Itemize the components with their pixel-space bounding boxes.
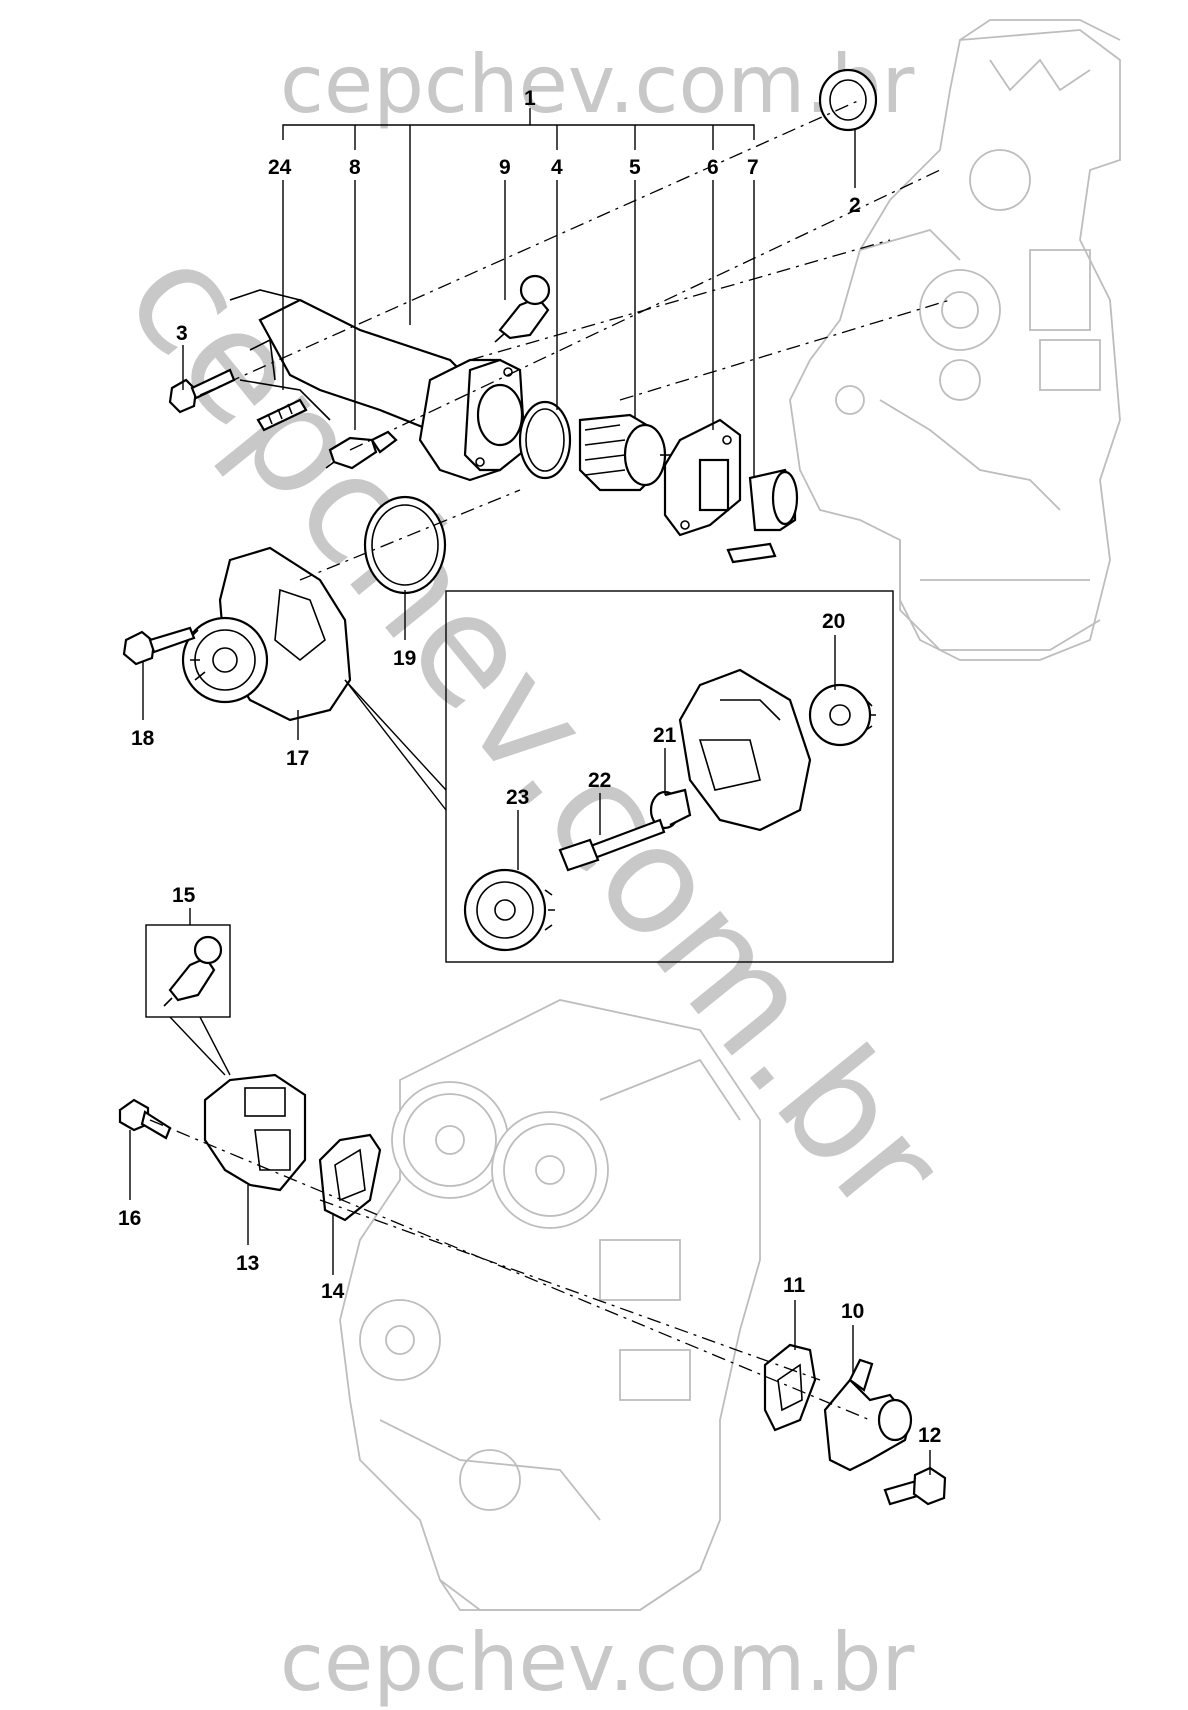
callout-20: 20 <box>822 610 845 633</box>
coolant-elbow <box>823 1358 913 1472</box>
stud <box>256 398 308 432</box>
watermark-bottom: cepchev.com.br <box>280 1616 915 1709</box>
callout-24: 24 <box>268 156 292 179</box>
callout-18: 18 <box>131 727 155 750</box>
callout-21: 21 <box>653 724 677 747</box>
thermostat <box>578 413 675 492</box>
callout-labels: 1 2 3 4 5 6 7 8 9 10 11 12 13 14 15 16 1… <box>118 87 941 1447</box>
outlet-gasket <box>318 1133 382 1222</box>
pump-seal <box>649 788 692 830</box>
pump-pulley <box>463 868 555 952</box>
detail-box-sensor <box>145 924 231 1018</box>
callout-9: 9 <box>499 156 511 179</box>
assembly-lines <box>149 99 951 1421</box>
water-outlet-housing <box>203 1073 307 1192</box>
callout-15: 15 <box>172 884 196 907</box>
water-pump-o-ring <box>363 495 447 595</box>
callout-23: 23 <box>506 786 529 809</box>
temperature-sender <box>494 274 551 343</box>
pump-body <box>678 668 812 832</box>
callout-19: 19 <box>393 647 416 670</box>
callout-2: 2 <box>849 194 861 217</box>
thermostat-o-ring <box>518 400 572 480</box>
thermostat-cover <box>663 418 742 537</box>
callout-7: 7 <box>747 156 759 179</box>
housing-bolt <box>168 368 236 414</box>
housing-bolt-lower <box>118 1098 172 1140</box>
outlet-fitting <box>748 468 799 532</box>
callout-22: 22 <box>588 769 611 792</box>
thermostat-housing-assembly <box>229 289 527 482</box>
callout-4: 4 <box>551 156 563 179</box>
callout-16: 16 <box>118 1207 141 1230</box>
impeller <box>808 683 876 747</box>
callout-17: 17 <box>286 747 309 770</box>
oil-seal <box>818 68 878 132</box>
elbow-bolt <box>883 1466 947 1506</box>
pump-bolt <box>122 626 196 666</box>
outlet-gasket-right <box>763 1343 817 1432</box>
engine-ghost-upper <box>789 19 1121 661</box>
callout-14: 14 <box>321 1280 345 1303</box>
callout-12: 12 <box>918 1424 941 1447</box>
detail-box-water-pump <box>445 590 894 963</box>
water-pump <box>181 546 352 722</box>
cover-bolt <box>726 542 777 564</box>
callout-3: 3 <box>176 322 188 345</box>
callout-13: 13 <box>236 1252 259 1275</box>
callout-5: 5 <box>629 156 641 179</box>
pump-shaft <box>558 818 666 872</box>
leader-lines <box>129 108 931 1475</box>
engine-ghost-lower <box>339 999 761 1611</box>
coolant-sensor <box>163 935 223 1007</box>
callout-1: 1 <box>524 87 536 110</box>
callout-11: 11 <box>783 1274 806 1297</box>
watermark-top: cepchev.com.br <box>280 38 915 131</box>
callout-10: 10 <box>841 1300 864 1323</box>
callout-8: 8 <box>349 156 361 179</box>
callout-6: 6 <box>707 156 719 179</box>
